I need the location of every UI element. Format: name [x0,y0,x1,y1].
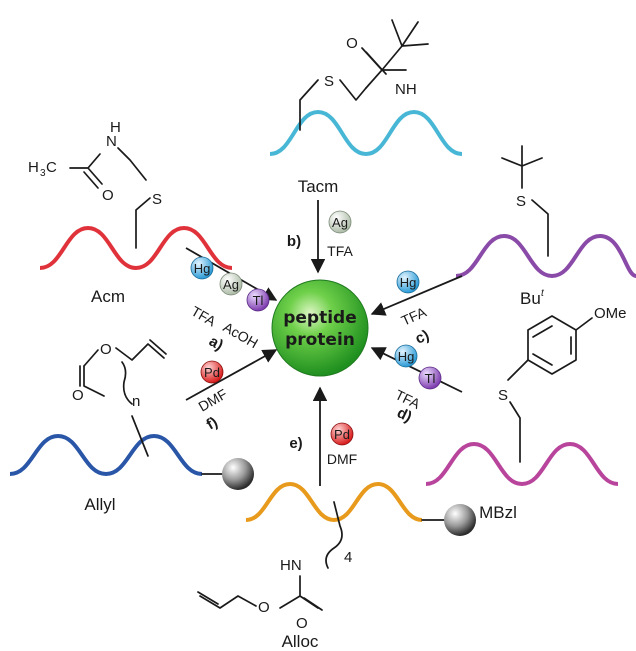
alloc-resin-bead [444,504,476,536]
center-label-protein: protein [285,330,355,350]
allyl-ester-o: O [100,341,112,358]
tacm-sulfur: S [324,73,334,90]
allyl-group: n O O Allyl [9,339,254,514]
condition-a-acoh: AcOH [221,319,261,352]
but-sulfur: S [516,193,526,210]
but-wave [455,233,636,279]
condition-e: e) Pd DMF [289,422,357,467]
hg-label-a: Hg [194,261,211,276]
alloc-carbonyl-o-label: O [296,615,308,632]
acm-methyl-h: H [28,159,39,176]
condition-e-reagent: DMF [327,451,357,467]
mbzl-ome: OMe [594,305,627,322]
step-e-label: e) [289,435,302,452]
hg-label-c: Hg [400,275,417,290]
alloc-ester-o: O [258,599,270,616]
mbzl-wave [425,441,619,487]
mbzl-group: S OMe MBzl [425,305,627,522]
center-sphere: peptide protein [271,279,369,377]
ag-label-b: Ag [332,215,348,230]
acm-methyl-c: C [46,159,57,176]
step-d-label: d) [394,404,414,425]
pd-sphere-e [330,422,354,446]
acm-sulfur: S [152,191,162,208]
condition-d: Hg Tl TFA d) [393,344,442,426]
acm-label: Acm [91,287,125,306]
acm-nitrogen: N [106,133,117,150]
condition-b-reagent: TFA [327,243,353,259]
condition-a-tfa: TFA [189,303,220,330]
condition-b: b) Ag TFA [287,210,353,259]
tl-sphere-d [418,366,442,390]
ag-sphere-b [328,210,352,234]
arrow-f [185,349,278,401]
tl-label-d: Tl [425,371,436,386]
acm-wave [39,225,233,271]
allyl-label: Allyl [84,495,115,514]
condition-f: Pd DMF f) [196,360,230,434]
but-label-sup: t [541,288,545,299]
condition-c-reagent: TFA [399,303,430,328]
step-f-label: f) [204,414,221,434]
center-label-peptide: peptide [283,308,357,328]
arrow-c [370,275,463,316]
hg-sphere-a [190,256,214,280]
condition-f-reagent: DMF [196,386,230,415]
allyl-wave [9,433,203,477]
alloc-wave [245,481,423,523]
alloc-four-subscript: 4 [344,549,352,566]
tacm-nh: NH [395,81,417,98]
pd-sphere-f [200,360,224,384]
ag-label-a: Ag [223,277,239,292]
acm-nh-h: H [110,119,121,136]
tacm-label: Tacm [298,177,339,196]
condition-c: Hg TFA c) [396,270,432,348]
mbzl-sulfur: S [498,387,508,404]
step-b-label: b) [287,233,301,250]
step-a-label: a) [206,333,226,354]
alloc-hn: HN [280,557,302,574]
allyl-n-subscript: n [132,393,140,410]
acm-oxygen: O [102,187,114,204]
tacm-wave [269,109,463,157]
alloc-group: 4 HN O O Alloc [197,481,476,651]
allyl-carbonyl-o: O [72,387,84,404]
acm-methyl-3: 3 [40,168,46,179]
hg-sphere-d [394,344,418,368]
ag-sphere-a [219,272,243,296]
but-label-base: Bu [520,289,541,308]
tacm-group: S NH O Tacm [269,19,463,196]
hg-sphere-c [396,270,420,294]
tacm-oxygen: O [346,35,358,52]
mbzl-label: MBzl [479,503,517,522]
alloc-label: Alloc [282,632,319,651]
arrow-d [370,347,463,393]
allyl-resin-bead [222,458,254,490]
tl-sphere-a [246,288,270,312]
pd-label-e: Pd [334,427,350,442]
hg-label-d: Hg [398,349,415,364]
acm-group: S N H O H 3 C Acm [28,119,233,306]
but-group: S Bu t [455,145,636,308]
step-c-label: c) [413,327,432,348]
tl-label-a: Tl [253,293,264,308]
pd-label-f: Pd [204,365,220,380]
condition-a: Hg Ag Tl TFA AcOH a) [189,256,270,354]
